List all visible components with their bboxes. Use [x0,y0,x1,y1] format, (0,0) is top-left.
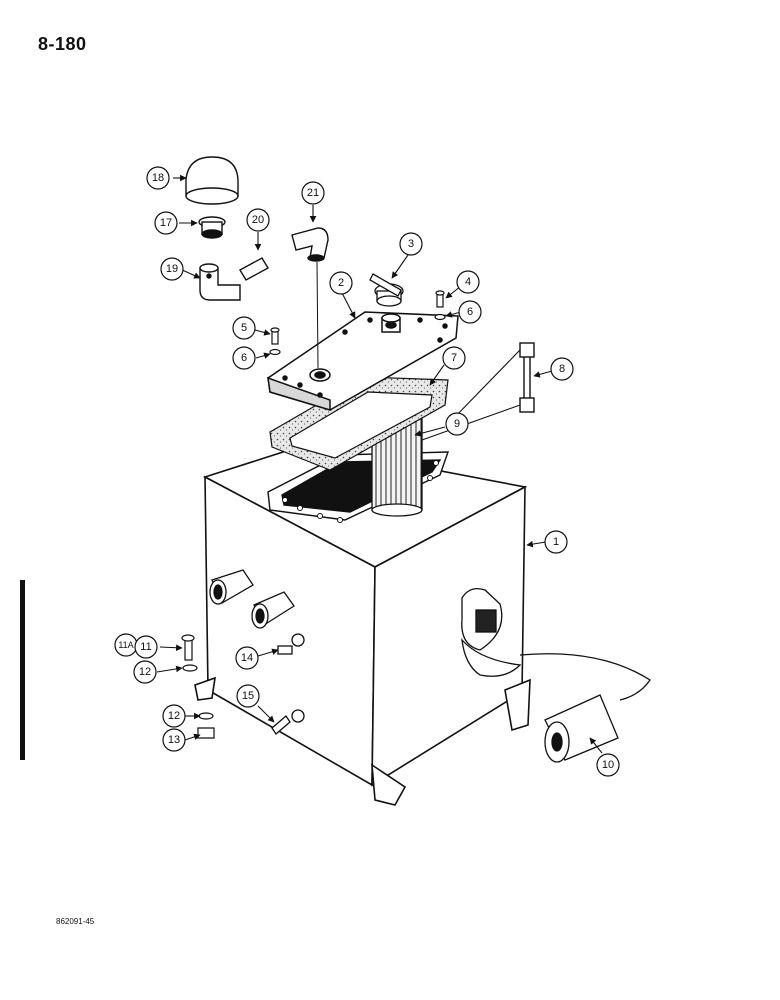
callout-label-11a: 11A [118,640,133,650]
callout-label-4: 4 [465,276,471,288]
callout-label-6a: 6 [241,352,247,364]
callout-circle-12b [162,704,186,728]
callout-circle-6b [458,300,482,324]
breather-connection-line [316,261,319,369]
callout-circle-21 [301,181,325,205]
callout-circle-19 [160,257,184,281]
callout-circle-10 [596,753,620,777]
cover-bolts [269,290,446,356]
callout-label-1: 1 [553,536,559,548]
callout-circle-12a [133,660,157,684]
callout-label-6b: 6 [467,306,473,318]
callout-label-19: 19 [166,263,178,275]
suction-strainer [461,587,651,763]
callout-circle-4 [456,270,480,294]
callout-circle-7 [442,346,466,370]
sight-gauge [519,342,535,413]
callout-labels: 1 2 3 4 5 6 6 7 8 9 10 11A 11 12 12 13 1… [118,172,614,771]
callout-circle-5 [232,316,256,340]
filler-cap [369,273,404,307]
callout-label-8: 8 [559,363,565,375]
tank-side-ports [209,569,305,735]
callout-label-9: 9 [454,418,460,430]
page-number: 8-180 [38,34,87,54]
callout-label-18: 18 [152,172,164,184]
callout-label-17: 17 [160,217,172,229]
callout-circle-1 [544,530,568,554]
callout-label-12a: 12 [139,666,151,678]
callout-circle-14 [235,646,259,670]
callout-label-3: 3 [408,238,414,250]
callout-circle-20 [246,208,270,232]
callout-markers [114,166,620,777]
binding-edge-bar [20,580,25,760]
callout-circle-6a [232,346,256,370]
callout-circle-3 [399,232,423,256]
callout-circle-2 [329,271,353,295]
callout-label-13: 13 [168,734,180,746]
callout-label-5: 5 [241,322,247,334]
callout-label-20: 20 [252,214,264,226]
callout-circle-17 [154,211,178,235]
callout-label-2: 2 [338,277,344,289]
callout-circle-13 [162,728,186,752]
callout-circle-18 [146,166,170,190]
breather-assembly [185,156,329,301]
callout-label-7: 7 [451,352,457,364]
callout-label-21: 21 [307,187,319,199]
callout-label-14: 14 [241,652,253,664]
callout-label-11: 11 [140,641,151,653]
cover-plate [267,311,459,412]
mounting-hardware [181,634,215,739]
callout-circle-9 [445,412,469,436]
callout-label-15: 15 [242,690,254,702]
callout-label-10: 10 [602,759,614,771]
callout-label-12b: 12 [168,710,180,722]
figure-code: 862091-45 [56,917,95,926]
callout-circle-8 [550,357,574,381]
callout-circle-11 [134,635,158,659]
callout-circle-15 [236,684,260,708]
